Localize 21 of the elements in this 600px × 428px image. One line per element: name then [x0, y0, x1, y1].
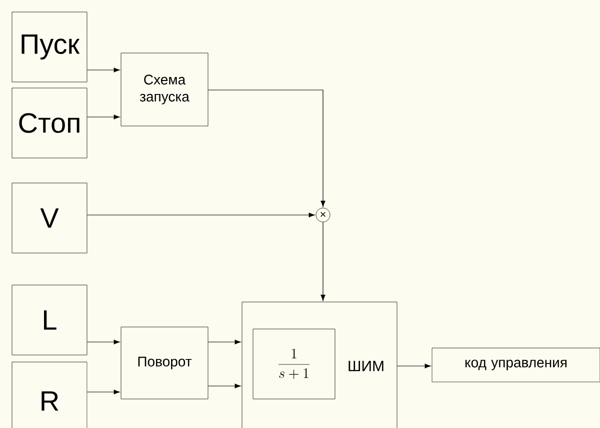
transfer-function-box: $\frac{1}{s+1}$ [252, 328, 336, 400]
arrow [86, 212, 315, 218]
input-box: L [12, 284, 88, 356]
input-box: Стоп [12, 88, 88, 158]
arrow [86, 68, 120, 72]
block-label: ШИМ [348, 360, 384, 372]
arrow [86, 114, 120, 120]
input-box: V [12, 182, 88, 254]
process-box: Поворот [120, 326, 208, 400]
input-box: R [12, 362, 88, 428]
input-box: Пуск [12, 12, 88, 82]
arrow [396, 364, 431, 368]
arrow [320, 222, 326, 301]
arrow [86, 390, 120, 394]
arrow [208, 90, 326, 207]
process-box: Схема запуска [120, 52, 208, 126]
process-box [242, 302, 398, 428]
output-box: код управления [432, 348, 600, 382]
arrow [208, 384, 241, 388]
arrow [86, 340, 120, 344]
arrow [208, 340, 241, 344]
